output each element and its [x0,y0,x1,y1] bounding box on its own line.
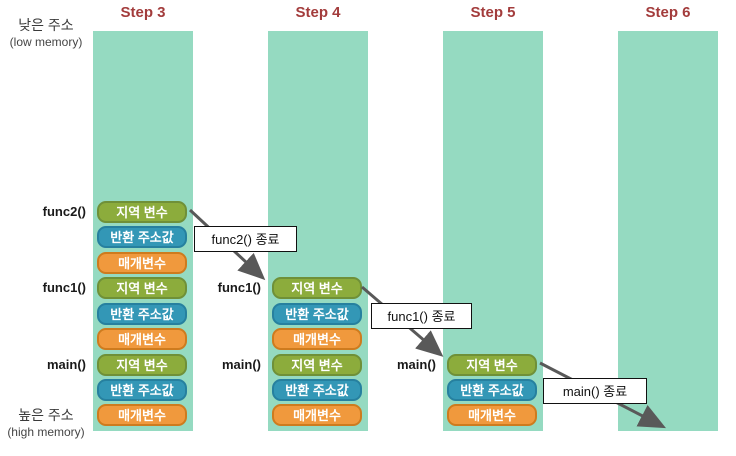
step4-func1-params-box: 매개변수 [272,328,362,350]
step4-main-params-box: 매개변수 [272,404,362,426]
step-3-title: Step 3 [120,4,166,21]
step3-func1-label: func1() [42,280,86,295]
step3-main-local-vars-box: 지역 변수 [97,354,187,376]
step5-main-return-addr-box: 반환 주소값 [447,379,537,401]
step4-main-local-vars-box: 지역 변수 [272,354,362,376]
step4-func1-return-addr-box: 반환 주소값 [272,303,362,325]
func2-end-label: func2() 종료 [194,226,297,252]
high-memory-label-english: (high memory) [7,425,85,439]
step3-func2-label: func2() [42,204,86,219]
step5-main-params-box: 매개변수 [447,404,537,426]
step3-func2-params-box: 매개변수 [97,252,187,274]
step-6-title: Step 6 [645,4,691,21]
step3-main-label: main() [47,357,86,372]
step4-main-return-addr-box: 반환 주소값 [272,379,362,401]
main-end-label: main() 종료 [543,378,647,404]
step4-main-label: main() [222,357,261,372]
step-6-memory-column [618,31,718,431]
low-memory-label-korean: 낮은 주소 [18,17,74,33]
step3-func1-local-vars-box: 지역 변수 [97,277,187,299]
step5-main-local-vars-box: 지역 변수 [447,354,537,376]
step3-func1-return-addr-box: 반환 주소값 [97,303,187,325]
low-memory-label: 낮은 주소 (low memory) [0,16,92,50]
high-memory-label-korean: 높은 주소 [18,407,74,423]
high-memory-label: 높은 주소 (high memory) [0,406,92,440]
step3-main-params-box: 매개변수 [97,404,187,426]
step4-func1-local-vars-box: 지역 변수 [272,277,362,299]
step3-func2-return-addr-box: 반환 주소값 [97,226,187,248]
func1-end-label: func1() 종료 [371,303,472,329]
step4-func1-label: func1() [217,280,261,295]
step-5-title: Step 5 [470,4,516,21]
step3-main-return-addr-box: 반환 주소값 [97,379,187,401]
step3-func2-local-vars-box: 지역 변수 [97,201,187,223]
step3-func1-params-box: 매개변수 [97,328,187,350]
step5-main-label: main() [397,357,436,372]
step-4-title: Step 4 [295,4,341,21]
low-memory-label-english: (low memory) [9,35,83,49]
